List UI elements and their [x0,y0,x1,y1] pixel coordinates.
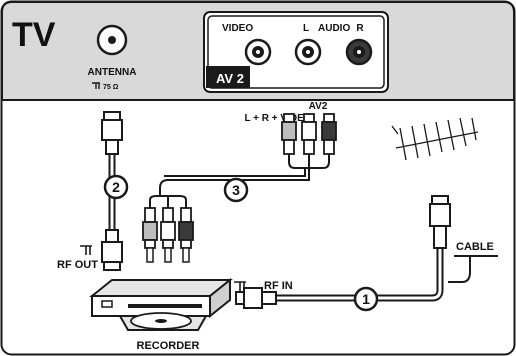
rf-symbol-icon [92,82,100,89]
av-video-label: VIDEO [222,23,253,34]
av-jack-icon [294,38,322,66]
rf-plug-top [101,111,123,155]
antenna-impedance: 75 Ω [103,84,119,91]
av2-signals-label: L + R + VIDEO [244,113,311,124]
disc-icon [118,312,208,331]
rf-symbol-icon [234,281,246,291]
cable-1 [260,246,444,302]
rf-symbol-icon [80,245,92,255]
av-audio-label: AUDIO [318,23,350,34]
tv-title: TV [12,16,56,54]
av2-badge: AV 2 [216,71,244,86]
svg-text:3: 3 [232,182,240,198]
av-r-label: R [356,23,364,34]
step-badge-2: 2 [103,174,129,200]
step-badge-3: 3 [223,177,249,203]
step-badge-1: 1 [353,286,379,312]
rf-out-label: RF OUT [57,259,98,271]
cable-3 [149,154,330,208]
tv-panel: TV ANTENNA 75 Ω VIDEO L AUDIO R AV 2 [1,1,515,101]
av-plug-group-top [281,113,337,155]
recorder-label: RECORDER [137,340,200,352]
rf-in-label: RF IN [264,280,293,292]
rf-plug-bottom [101,229,123,271]
svg-text:1: 1 [362,291,370,307]
av2-label: AV2 [309,101,328,112]
antenna-connector-icon [96,24,128,56]
rf-plug-rfin [235,287,277,309]
cable-label: CABLE [456,241,494,253]
av-l-label: L [303,23,309,34]
cable-wall-line [448,255,498,283]
svg-text:2: 2 [112,179,120,195]
av-plug-group-bottom [142,207,194,263]
av-jack-icon [244,38,272,66]
antenna-label: ANTENNA [88,67,137,78]
aerial-antenna-icon [391,117,479,161]
recorder-icon [89,277,233,319]
rf-plug-cable [429,195,451,249]
av-jack-icon [345,38,373,66]
